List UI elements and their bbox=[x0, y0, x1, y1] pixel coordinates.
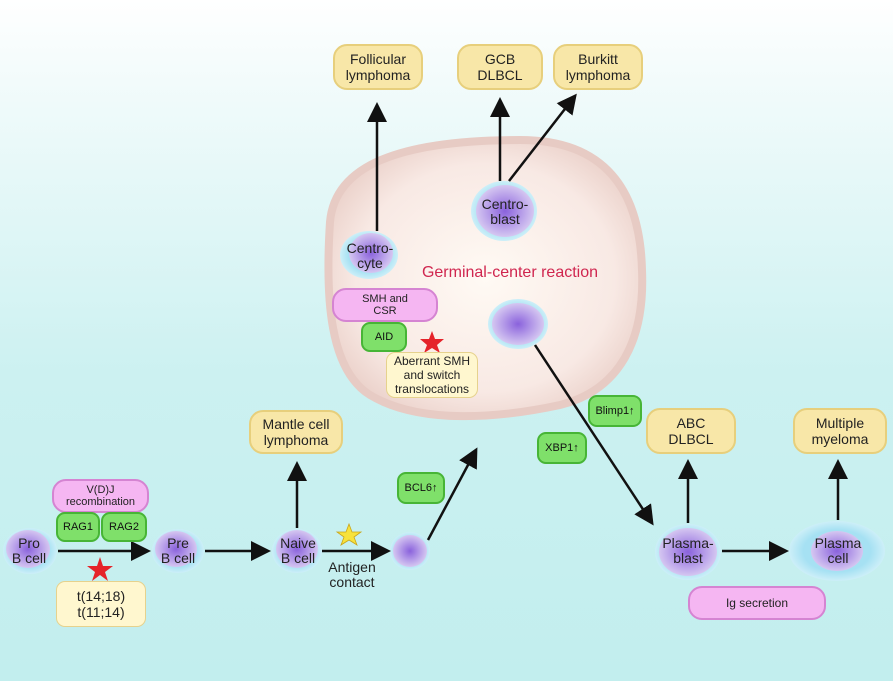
red-star-icon bbox=[420, 331, 444, 353]
activated-b-cell-shape bbox=[390, 532, 430, 570]
blimp1-gene-box: Blimp1↑ bbox=[588, 395, 642, 427]
yellow-star-icon bbox=[335, 522, 363, 546]
gc-cell-shape bbox=[488, 299, 548, 349]
centrocyte-label: Centro- cyte bbox=[346, 240, 394, 271]
pre-b-cell-shape bbox=[152, 529, 204, 573]
smh-csr-pill: SMH and CSR bbox=[332, 288, 438, 322]
red-star-icon bbox=[87, 557, 113, 581]
centroblast-label: Centro- blast bbox=[481, 196, 529, 227]
rag1-gene-box: RAG1 bbox=[56, 512, 100, 542]
mantle-cell-lymphoma-box: Mantle cell lymphoma bbox=[249, 410, 343, 454]
arrow-to-germinal-center bbox=[426, 447, 478, 541]
abc-dlbcl-box: ABC DLBCL bbox=[646, 408, 736, 454]
pro-b-cell-shape bbox=[3, 528, 57, 574]
arrow-gc-to-plasmablast bbox=[533, 344, 654, 526]
pro-b-cell-label: Pro B cell bbox=[11, 535, 47, 566]
vdj-recombination-pill: V(D)J recombination bbox=[52, 479, 149, 513]
germinal-center bbox=[324, 135, 647, 421]
rag2-gene-box: RAG2 bbox=[101, 512, 147, 542]
centrocyte-shape bbox=[340, 231, 398, 279]
naive-b-cell-label: Naive B cell bbox=[280, 535, 316, 566]
translocations-note: t(14;18) t(11;14) bbox=[56, 581, 146, 627]
plasmablast-label: Plasma- blast bbox=[662, 535, 714, 566]
arrow-centroblast-to-burkitt bbox=[508, 93, 577, 182]
multiple-myeloma-box: Multiple myeloma bbox=[793, 408, 887, 454]
germinal-center-title: Germinal-center reaction bbox=[421, 264, 599, 281]
burkitt-lymphoma-box: Burkitt lymphoma bbox=[553, 44, 643, 90]
aberrant-smh-note: Aberrant SMH and switch translocations bbox=[386, 352, 478, 398]
plasma-cell-shape bbox=[789, 521, 885, 581]
naive-b-cell-shape bbox=[272, 529, 322, 573]
gcb-dlbcl-box: GCB DLBCL bbox=[457, 44, 543, 90]
follicular-lymphoma-box: Follicular lymphoma bbox=[333, 44, 423, 90]
antigen-contact-label: Antigen contact bbox=[328, 559, 376, 590]
centroblast-shape bbox=[471, 181, 537, 241]
bcl6-gene-box: BCL6↑ bbox=[397, 472, 445, 504]
plasma-cell-label: Plasma cell bbox=[814, 535, 862, 566]
xbp1-gene-box: XBP1↑ bbox=[537, 432, 587, 464]
ig-secretion-pill: Ig secretion bbox=[688, 586, 826, 620]
plasmablast-shape bbox=[655, 524, 721, 580]
aid-gene-box: AID bbox=[361, 322, 407, 352]
pre-b-cell-label: Pre B cell bbox=[160, 535, 196, 566]
